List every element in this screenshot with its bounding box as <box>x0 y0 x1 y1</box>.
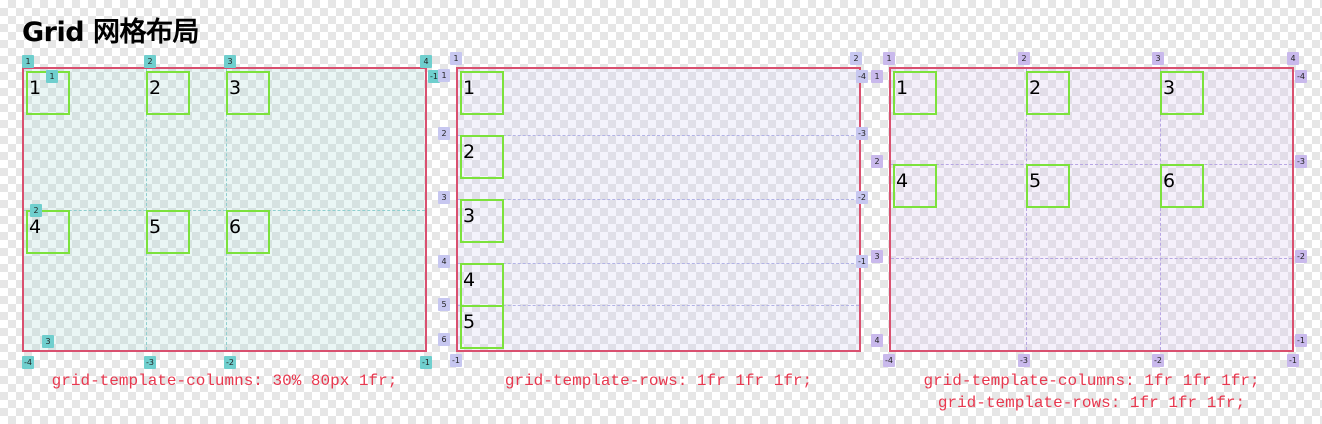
grid-item-3: 3 <box>226 71 270 115</box>
grid-item-2: 2 <box>1026 71 1070 115</box>
grid-item-3: 3 <box>1160 71 1204 115</box>
column-line-number-badge: 4 <box>1287 52 1299 65</box>
column-line-negative-badge: -3 <box>1018 354 1030 367</box>
column-line-number-badge: 3 <box>224 55 236 68</box>
grid-item-6: 6 <box>1160 164 1204 208</box>
caption-line: grid-template-rows: 1fr 1fr 1fr; <box>504 372 813 390</box>
column-line-negative-badge: -2 <box>224 356 236 369</box>
grid-item-5: 5 <box>1026 164 1070 208</box>
row-line-negative-badge: -1 <box>856 255 868 268</box>
grid-item-4: 4 <box>26 210 70 254</box>
row-line-negative-badge: -2 <box>856 191 868 204</box>
caption-line: grid-template-columns: 1fr 1fr 1fr; <box>923 372 1260 390</box>
column-line-negative-badge: -1 <box>450 354 462 367</box>
grid-item-5: 5 <box>460 305 504 349</box>
column-line-number-badge: 1 <box>450 52 462 65</box>
grid-item-1: 1 <box>460 71 504 115</box>
grid-column-line <box>1026 69 1027 350</box>
grid-item-4: 4 <box>460 263 504 307</box>
row-line-number-badge: 1 <box>46 70 58 83</box>
column-line-number-badge: 2 <box>850 52 862 65</box>
grid-column-line <box>226 69 227 350</box>
row-line-number-badge: 3 <box>42 335 54 348</box>
grid-item-1: 1 <box>893 71 937 115</box>
grid-row-line <box>891 258 1292 259</box>
grid-row-line <box>24 210 425 211</box>
column-line-number-badge: 2 <box>144 55 156 68</box>
grid-item-4: 4 <box>893 164 937 208</box>
grid-item-6: 6 <box>226 210 270 254</box>
row-line-negative-badge: -3 <box>856 127 868 140</box>
row-line-number-badge: 1 <box>871 70 883 83</box>
row-line-number-badge: 4 <box>871 334 883 347</box>
column-line-negative-badge: -2 <box>1152 354 1164 367</box>
column-line-negative-badge: -4 <box>883 354 895 367</box>
grid-column-line <box>146 69 147 350</box>
row-line-number-badge: 2 <box>438 127 450 140</box>
css-caption: grid-template-columns: 1fr 1fr 1fr; grid-… <box>889 370 1294 414</box>
grid-item-2: 2 <box>460 135 504 179</box>
row-line-number-badge: 1 <box>438 69 450 82</box>
row-line-number-badge: 3 <box>438 191 450 204</box>
grid-item-2: 2 <box>146 71 190 115</box>
grid-row-line <box>891 164 1292 165</box>
row-line-negative-badge: -1 <box>1295 334 1307 347</box>
css-caption: grid-template-rows: 1fr 1fr 1fr; <box>456 370 861 392</box>
column-line-number-badge: 1 <box>883 52 895 65</box>
grid-item-3: 3 <box>460 199 504 243</box>
grid-column-line <box>1160 69 1161 350</box>
row-line-number-badge: 6 <box>438 333 450 346</box>
caption-line: grid-template-rows: 1fr 1fr 1fr; <box>937 394 1246 412</box>
css-caption: grid-template-columns: 30% 80px 1fr; <box>22 370 427 392</box>
column-line-number-badge: 3 <box>1152 52 1164 65</box>
row-line-number-badge: 4 <box>438 255 450 268</box>
row-line-negative-badge: -4 <box>856 70 868 83</box>
row-line-number-badge: 2 <box>871 155 883 168</box>
column-line-number-badge: 4 <box>420 55 432 68</box>
column-line-negative-badge: -4 <box>22 356 34 369</box>
column-line-negative-badge: -1 <box>1287 354 1299 367</box>
column-line-negative-badge: -1 <box>420 356 432 369</box>
grid-item-5: 5 <box>146 210 190 254</box>
grid-row-line <box>458 199 859 200</box>
row-line-negative-badge: -4 <box>1295 70 1307 83</box>
row-line-number-badge: 2 <box>30 204 42 217</box>
row-line-number-badge: 5 <box>438 298 450 311</box>
grid-row-line <box>458 263 859 264</box>
grid-row-line <box>458 305 859 306</box>
grid-container: 1 2 3 4 5 6 <box>889 67 1294 352</box>
grid-row-line <box>458 135 859 136</box>
row-line-negative-badge: -2 <box>1295 250 1307 263</box>
row-line-number-badge: 3 <box>871 250 883 263</box>
page-title: Grid 网格布局 <box>22 17 199 48</box>
column-line-number-badge: 2 <box>1018 52 1030 65</box>
caption-line: grid-template-columns: 30% 80px 1fr; <box>51 372 398 390</box>
row-line-negative-badge: -3 <box>1295 155 1307 168</box>
column-line-negative-badge: -3 <box>144 356 156 369</box>
column-line-number-badge: 1 <box>22 55 34 68</box>
row-line-negative-badge: -1 <box>428 70 440 83</box>
